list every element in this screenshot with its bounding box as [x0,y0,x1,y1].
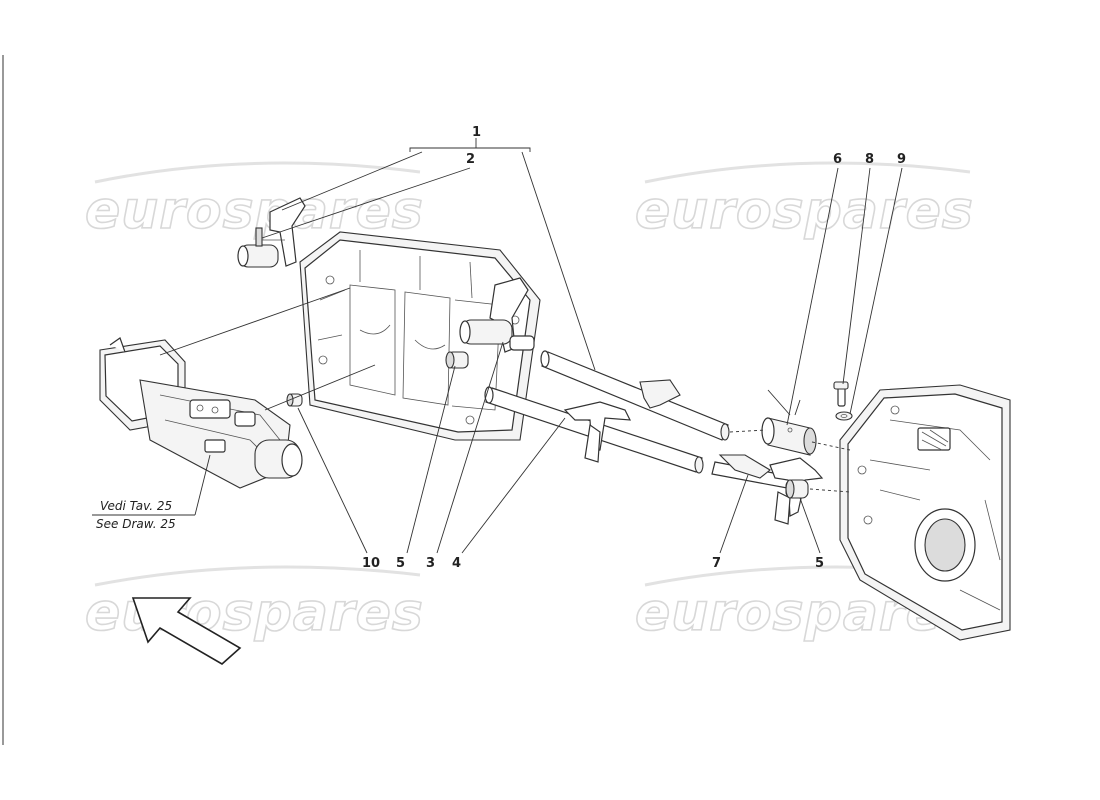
part-10-pin [286,393,303,407]
reference-note-english: See Draw. 25 [96,517,176,531]
callout-4: 4 [452,556,461,571]
callout-7: 7 [712,556,721,571]
reference-note-italian: Vedi Tav. 25 [100,499,172,513]
gearbox-intermediate-plate [299,231,541,441]
callout-6: 6 [833,152,842,167]
direction-arrow-icon [131,597,242,665]
part-3-selector-fork [459,277,535,353]
svg-text:eurospares: eurospares [635,181,974,241]
part-5-bushing-right [785,479,809,499]
rear-gearbox-housing [839,384,1011,641]
gear-selector-assembly [99,337,303,489]
svg-text:eurospares: eurospares [85,181,424,241]
part-2-selector-fork [237,197,306,268]
callout-9: 9 [897,152,906,167]
leader-lines [92,138,903,554]
part-9-washer [835,411,853,421]
callout-1: 1 [472,125,481,140]
callout-2: 2 [466,152,475,167]
part-6-sleeve [761,417,817,456]
watermark-top-right: eurospares [634,161,974,242]
part-5-bushing-left [445,351,469,369]
callout-3: 3 [426,556,435,571]
callout-5-left: 5 [396,556,405,571]
svg-text:eurospares: eurospares [85,583,424,643]
callout-5-right: 5 [815,556,824,571]
part-8-bolt [833,381,849,407]
part-4-lower-selector-rod [484,386,704,474]
part-1-upper-selector-rod [540,350,730,441]
callout-10: 10 [362,556,380,571]
callout-8: 8 [865,152,874,167]
watermark-top-left: eurospares [84,161,424,242]
